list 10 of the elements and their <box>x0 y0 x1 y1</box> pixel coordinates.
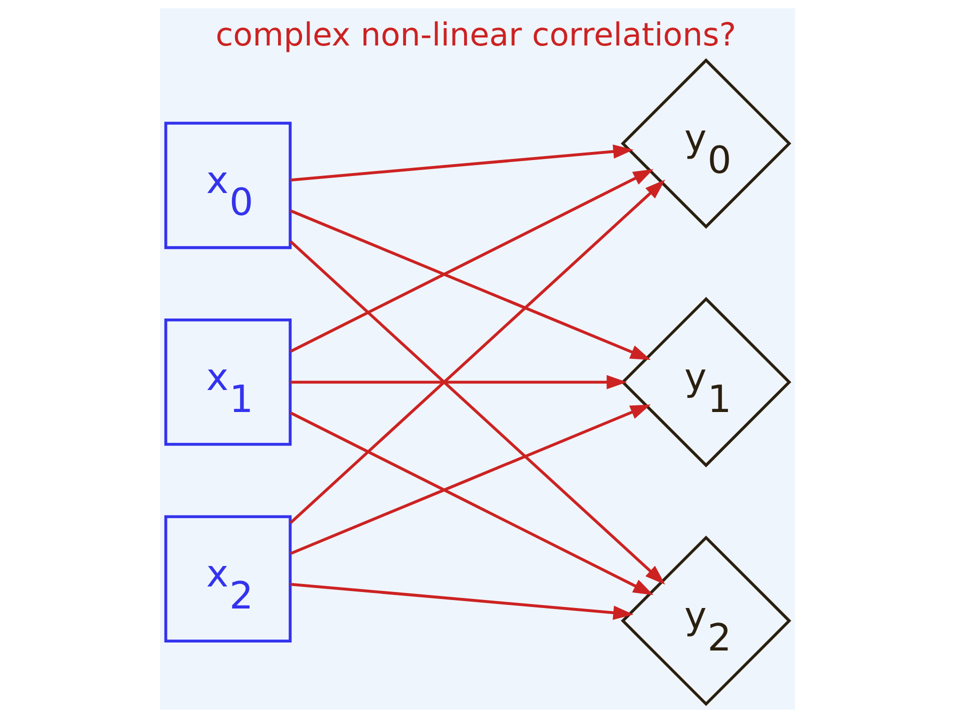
arrow <box>290 412 654 596</box>
arrow <box>290 582 634 620</box>
diagram-title: complex non-linear correlations? <box>216 15 736 54</box>
arrow <box>290 240 666 585</box>
arrow <box>290 404 651 555</box>
arrow <box>290 144 634 182</box>
arrow <box>290 180 666 524</box>
arrow <box>290 375 627 390</box>
arrow <box>290 209 651 360</box>
arrow <box>290 169 654 353</box>
